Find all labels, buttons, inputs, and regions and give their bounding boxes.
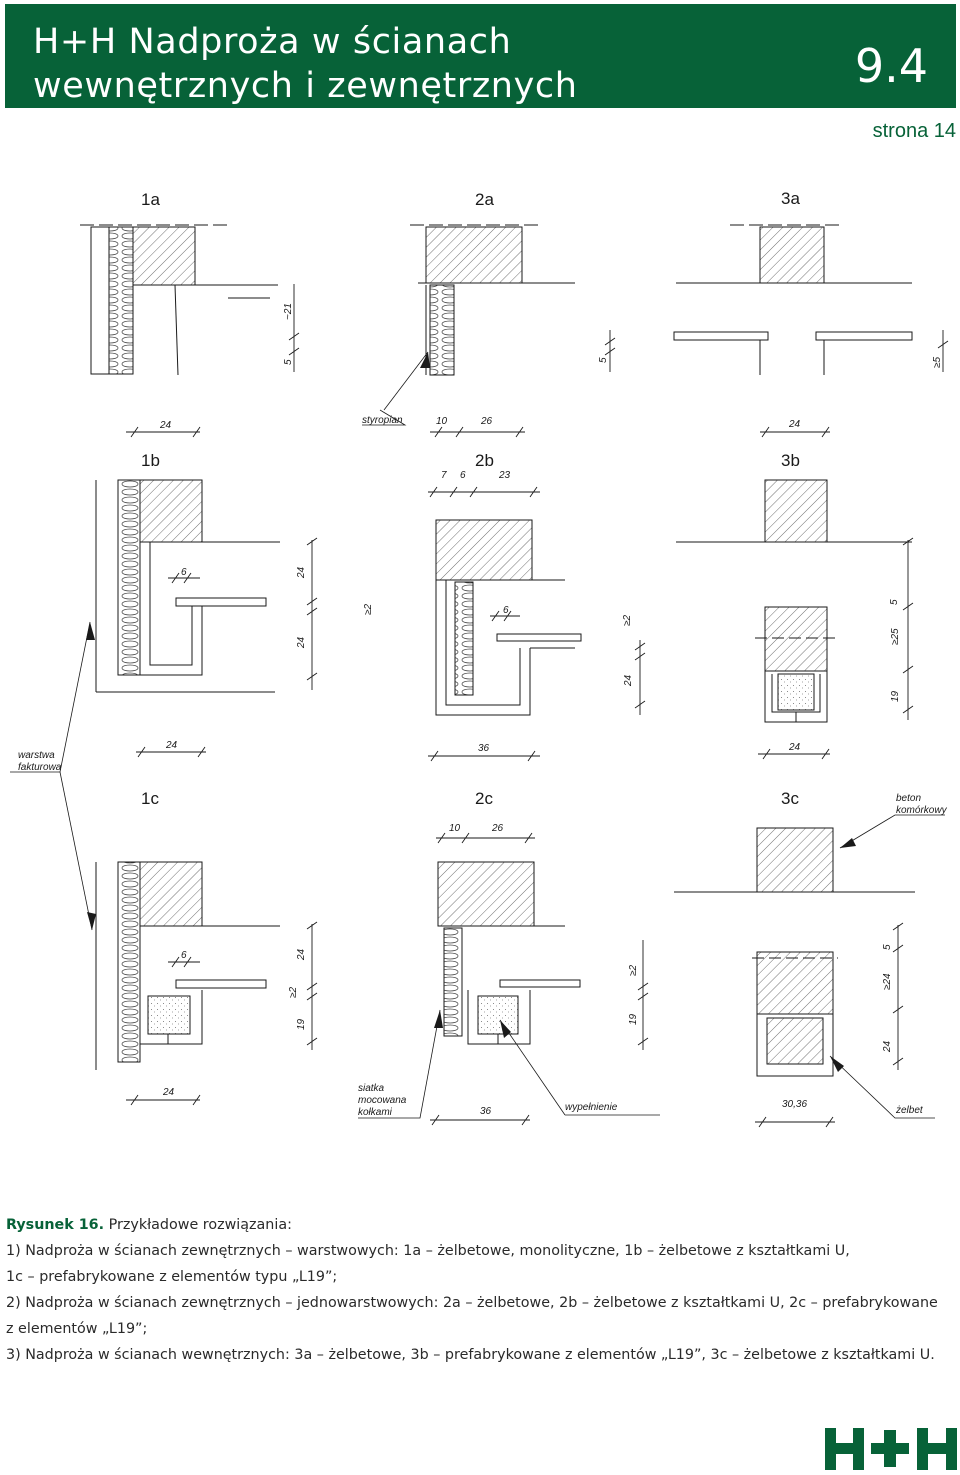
figure-label: Rysunek 16. xyxy=(6,1217,105,1233)
dim-text: 5 xyxy=(283,359,294,365)
figure-caption: Rysunek 16. Przykładowe rozwiązania: 1) … xyxy=(6,1212,946,1368)
dim-text: 23 xyxy=(498,470,511,481)
panel-label-3c: 3c xyxy=(781,789,799,808)
page-number: strona 14 xyxy=(872,120,956,142)
label-styropian: styropian xyxy=(362,415,403,426)
dim-text: 10 xyxy=(436,416,448,427)
label-komorkowy: komórkowy xyxy=(896,805,948,816)
panel-label-2a: 2a xyxy=(475,190,494,209)
detail-2b xyxy=(435,519,582,716)
lintel-details-drawing: 1a 2a 3a 1b 2b 3b 1c 2c 3c styropian war… xyxy=(10,189,949,1128)
label-wypelnienie: wypełnienie xyxy=(565,1102,618,1113)
caption-intro: Przykładowe rozwiązania: xyxy=(104,1217,292,1233)
dim-text: ~21 xyxy=(283,303,294,320)
detail-1c xyxy=(95,861,280,1070)
panel-label-3a: 3a xyxy=(781,189,800,208)
dim-text: ≥2 xyxy=(622,615,633,626)
dim-text: 5 xyxy=(882,944,893,950)
dim-text: 5 xyxy=(598,357,609,363)
caption-line: 1) Nadproża w ścianach zewnętrznych – wa… xyxy=(6,1243,850,1259)
dim-text: ≥25 xyxy=(890,628,901,645)
dim-text: ≥2 xyxy=(628,965,639,976)
dim-text: 24 xyxy=(165,740,178,751)
label-beton: beton xyxy=(896,793,921,804)
dim-text: ≥5 xyxy=(932,357,943,368)
dim-text: 19 xyxy=(296,1018,307,1030)
dim-text: 36 xyxy=(480,1106,492,1117)
dim-text: 19 xyxy=(890,690,901,702)
dim-text: 24 xyxy=(788,419,801,430)
dim-text: ≥2 xyxy=(288,987,299,998)
dim-text: 6 xyxy=(503,605,509,616)
detail-2c xyxy=(437,861,581,1045)
hh-logo-icon xyxy=(825,1428,957,1470)
detail-3c xyxy=(674,827,915,1077)
dim-text: 10 xyxy=(449,823,461,834)
label-fakturowa: fakturowa xyxy=(18,762,62,773)
page-title: H+H Nadproża w ścianach wewnętrznych i z… xyxy=(33,22,578,106)
dim-text: 5 xyxy=(889,599,900,605)
header-bar: H+H Nadproża w ścianach wewnętrznych i z… xyxy=(5,4,956,108)
panel-label-2b: 2b xyxy=(475,451,494,470)
dim-text: 26 xyxy=(491,823,504,834)
dim-text: 36 xyxy=(478,743,490,754)
caption-line: 2) Nadproża w ścianach zewnętrznych – je… xyxy=(6,1295,938,1311)
panel-label-3b: 3b xyxy=(781,451,800,470)
detail-2a xyxy=(410,224,575,376)
section-number: 9.4 xyxy=(854,39,928,93)
dim-text: ≥2 xyxy=(363,604,374,615)
panel-label-1c: 1c xyxy=(141,789,159,808)
label-mocowana: mocowana xyxy=(358,1095,407,1106)
dimension-lines xyxy=(126,284,949,1128)
dim-text: 24 xyxy=(788,742,801,753)
dim-text: 6 xyxy=(181,950,187,961)
panel-label-2c: 2c xyxy=(475,789,493,808)
detail-3b xyxy=(676,479,912,723)
dim-text: 24 xyxy=(296,566,307,579)
dim-text: 24 xyxy=(162,1087,175,1098)
label-kolkami: kołkami xyxy=(358,1107,393,1118)
label-siatka: siatka xyxy=(358,1083,385,1094)
dim-text: 24 xyxy=(159,420,172,431)
detail-1b xyxy=(95,479,280,693)
dim-text: 7 xyxy=(441,470,447,481)
dim-text: 19 xyxy=(628,1013,639,1025)
leader-lines xyxy=(10,351,945,1119)
dim-text: ≥24 xyxy=(882,973,893,990)
caption-line: z elementów „L19”; xyxy=(6,1321,148,1337)
dim-text: 30,36 xyxy=(782,1099,807,1110)
dim-text: 6 xyxy=(181,567,187,578)
label-warstwa: warstwa xyxy=(18,750,55,761)
dim-text: 26 xyxy=(480,416,493,427)
dim-text: 6 xyxy=(460,470,466,481)
panel-label-1b: 1b xyxy=(141,451,160,470)
dim-text: 24 xyxy=(623,674,634,687)
label-zelbet: żelbet xyxy=(895,1105,924,1116)
caption-line: 1c – prefabrykowane z elementów typu „L1… xyxy=(6,1269,338,1285)
panel-label-1a: 1a xyxy=(141,190,160,209)
detail-1a xyxy=(80,224,278,376)
caption-line: 3) Nadproża w ścianach wewnętrznych: 3a … xyxy=(6,1347,935,1363)
dim-text: 24 xyxy=(296,948,307,961)
dim-text: 24 xyxy=(882,1040,893,1053)
detail-3a xyxy=(673,224,913,375)
dim-text: 24 xyxy=(296,636,307,649)
